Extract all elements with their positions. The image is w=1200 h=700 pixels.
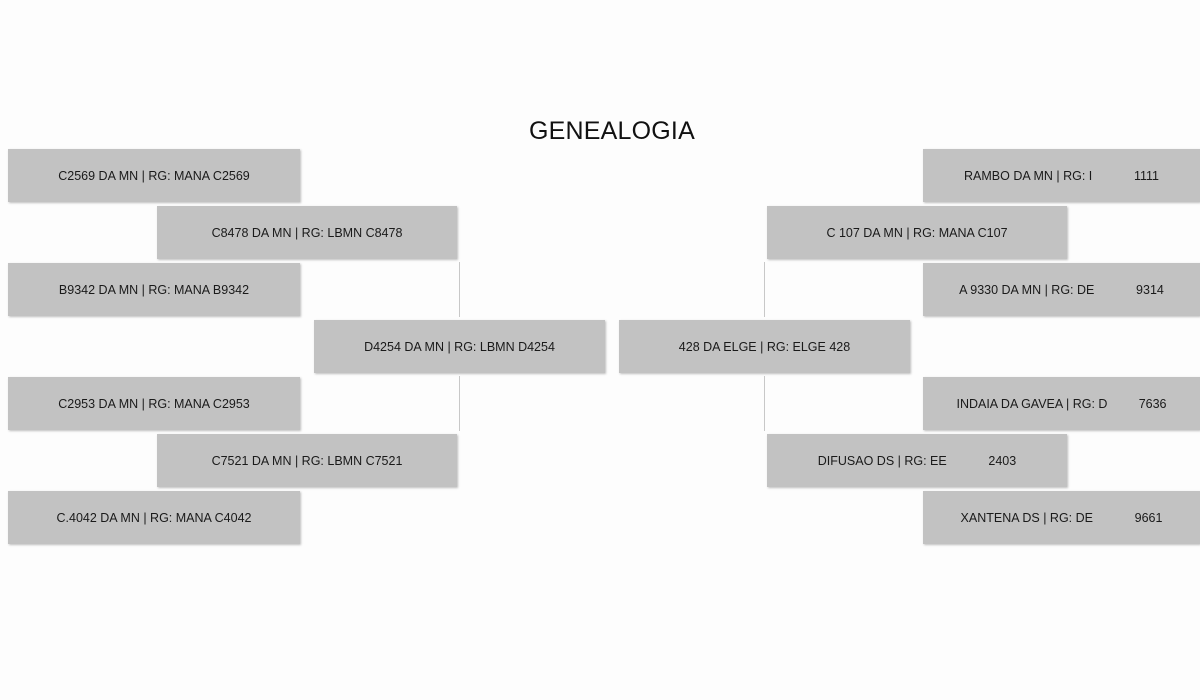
left-maternal-grandsire-box: C2953 DA MN | RG: MANA C2953 bbox=[8, 377, 300, 430]
right-dam-box: DIFUSAO DS | RG: EE 2403 bbox=[767, 434, 1067, 487]
right-lower-connector-line bbox=[764, 376, 765, 431]
right-paternal-grandsire-box: RAMBO DA MN | RG: I 1111 bbox=[923, 149, 1200, 202]
right-maternal-grandsire-box: INDAIA DA GAVEA | RG: D 7636 bbox=[923, 377, 1200, 430]
page-title: GENEALOGIA bbox=[529, 117, 695, 145]
left-upper-connector-line bbox=[459, 262, 460, 317]
left-lower-connector-line bbox=[459, 376, 460, 431]
left-paternal-granddam-box: B9342 DA MN | RG: MANA B9342 bbox=[8, 263, 300, 316]
left-subject-box: D4254 DA MN | RG: LBMN D4254 bbox=[314, 320, 605, 373]
right-sire-box: C 107 DA MN | RG: MANA C107 bbox=[767, 206, 1067, 259]
right-maternal-granddam-box: XANTENA DS | RG: DE 9661 bbox=[923, 491, 1200, 544]
right-upper-connector-line bbox=[764, 262, 765, 317]
right-subject-box: 428 DA ELGE | RG: ELGE 428 bbox=[619, 320, 910, 373]
left-sire-box: C8478 DA MN | RG: LBMN C8478 bbox=[157, 206, 457, 259]
left-paternal-grandsire-box: C2569 DA MN | RG: MANA C2569 bbox=[8, 149, 300, 202]
left-maternal-granddam-box: C.4042 DA MN | RG: MANA C4042 bbox=[8, 491, 300, 544]
left-dam-box: C7521 DA MN | RG: LBMN C7521 bbox=[157, 434, 457, 487]
right-paternal-granddam-box: A 9330 DA MN | RG: DE 9314 bbox=[923, 263, 1200, 316]
